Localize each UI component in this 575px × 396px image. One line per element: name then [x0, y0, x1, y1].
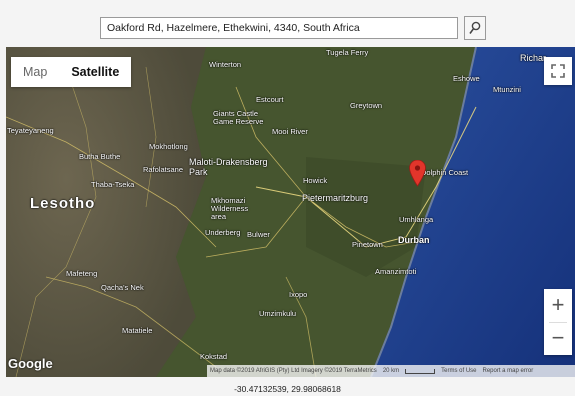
label-lesotho: Lesotho [30, 195, 96, 212]
label-rafolatsane: Rafolatsane [143, 165, 184, 174]
address-search-input[interactable]: Oakford Rd, Hazelmere, Ethekwini, 4340, … [100, 17, 458, 39]
label-ixopo: Ixopo [289, 290, 308, 299]
label-amanzimtoti: Amanzimtoti [375, 267, 417, 276]
scale-bar [405, 369, 436, 374]
google-logo[interactable]: Google [8, 356, 53, 371]
label-winterton: Winterton [209, 60, 242, 69]
label-mokhotlong: Mokhotlong [149, 142, 188, 151]
label-durban: Durban [398, 235, 430, 245]
magnifier-icon [469, 21, 481, 34]
label-underberg: Underberg [205, 228, 241, 237]
label-umzimkulu: Umzimkulu [259, 309, 297, 318]
label-richards: Richar [520, 53, 547, 63]
map-pin-icon[interactable] [409, 160, 426, 187]
label-matatiele: Matatiele [122, 326, 153, 335]
zoom-control: + − [544, 289, 572, 355]
zoom-out-button[interactable]: − [551, 325, 565, 350]
satellite-imagery [6, 47, 575, 377]
search-button[interactable] [464, 16, 486, 40]
label-bulwer: Bulwer [247, 230, 270, 239]
map-type-satellite-button[interactable]: Satellite [71, 65, 120, 79]
fullscreen-icon [551, 64, 565, 78]
label-butha-buthe: Butha Buthe [79, 152, 121, 161]
zoom-divider [549, 322, 567, 323]
label-qachas-nek: Qacha's Nek [101, 283, 144, 292]
label-estcourt: Estcourt [256, 95, 284, 104]
label-greytown: Greytown [350, 101, 383, 110]
label-thaba-tseka: Thaba-Tseka [91, 180, 135, 189]
label-mafeteng: Mafeteng [66, 269, 98, 278]
fullscreen-button[interactable] [544, 57, 572, 85]
zoom-in-button[interactable]: + [551, 292, 565, 317]
satellite-map[interactable]: Lesotho Richar Tugela Ferry Winterton Es… [6, 47, 575, 377]
map-type-map-button[interactable]: Map [23, 65, 48, 79]
map-type-control: Map Satellite [11, 57, 132, 87]
scale-label[interactable]: 20 km [382, 368, 400, 374]
label-howick: Howick [303, 176, 328, 185]
label-tugela: Tugela Ferry [326, 48, 369, 57]
label-kokstad: Kokstad [200, 352, 228, 361]
label-maloti: Maloti-Drakensberg Park [189, 157, 268, 177]
map-attribution: Map data ©2019 AfriGIS (Pty) Ltd Imagery… [207, 365, 575, 377]
label-umhlanga: Umhlanga [399, 215, 434, 224]
label-teyateyaneng: Teyateyaneng [7, 126, 54, 135]
label-pinetown: Pinetown [352, 240, 383, 249]
attribution-data: Map data ©2019 AfriGIS (Pty) Ltd Imagery… [210, 368, 377, 374]
label-mtunzini: Mtunzini [493, 85, 521, 94]
label-pietermaritzburg: Pietermaritzburg [302, 193, 369, 203]
label-giants-castle: Giants Castle Game Reserve [213, 109, 264, 126]
label-mooi-river: Mooi River [272, 127, 308, 136]
terms-of-use-link[interactable]: Terms of Use [441, 368, 477, 374]
coordinates-readout: -30.47132539, 29.98068618 [234, 384, 341, 394]
label-eshowe: Eshowe [453, 74, 480, 83]
label-mkhomazi: Mkhomazi Wilderness area [211, 196, 249, 221]
report-map-error-link[interactable]: Report a map error [482, 368, 534, 374]
label-dolphin-coast: Dolphin Coast [421, 168, 469, 177]
